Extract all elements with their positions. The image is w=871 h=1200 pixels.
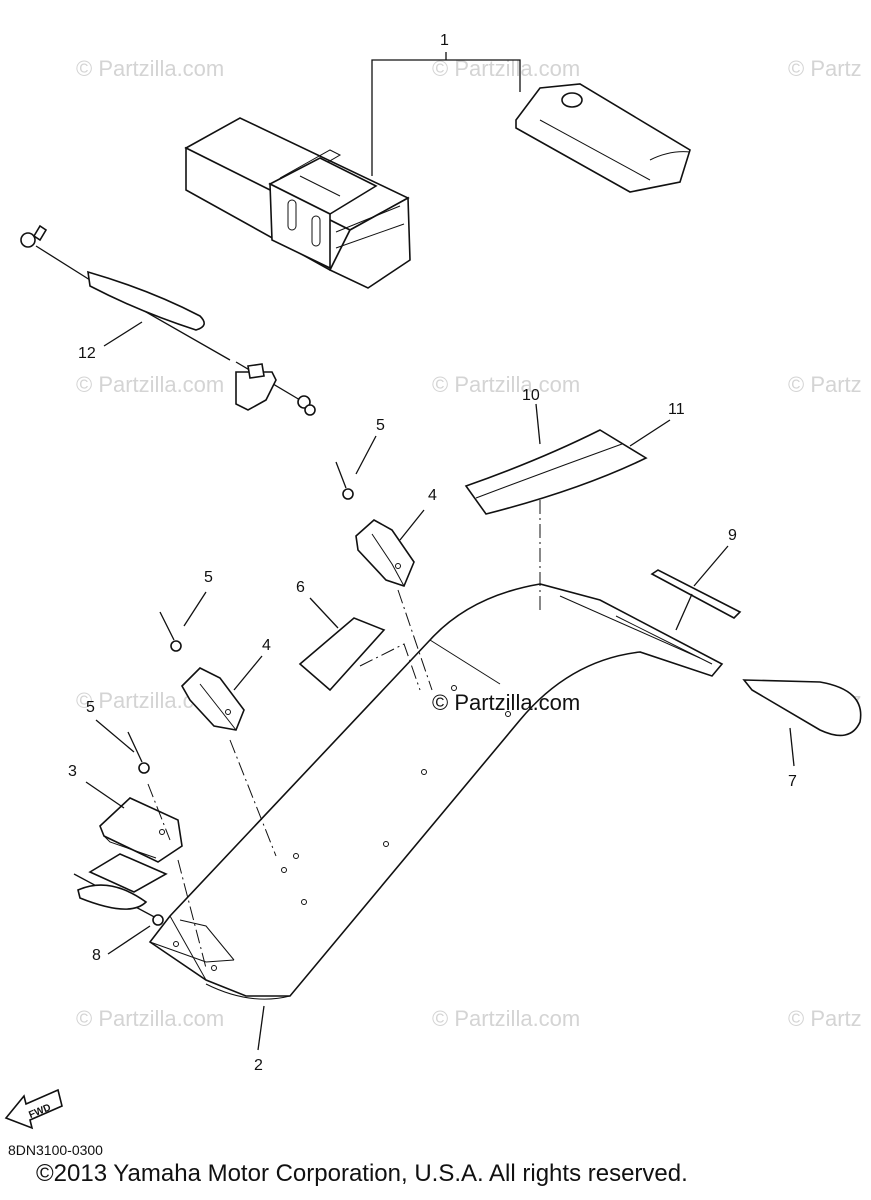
screw-middle-part [159,611,182,652]
fwd-arrow-icon: FWD [4,1088,63,1130]
callout-5a: 5 [376,417,385,434]
clip-dash-line-2 [147,783,171,841]
pin-part [73,873,164,926]
tool-pouch-part [515,83,691,193]
callout-3: 3 [68,763,77,780]
callout-4a: 4 [428,487,437,504]
sticker-dash-line [359,643,421,691]
callout-5c-leader [95,719,135,753]
watermark: © Partz [788,1006,862,1031]
watermark: © Partzilla.com [76,372,224,397]
callout-9-leader [693,545,729,587]
callout-12-leader [103,321,143,347]
callout-6-leader [309,597,339,629]
watermark: © Partz [788,372,862,397]
callout-5b-leader [183,591,207,627]
callout-7: 7 [788,773,797,790]
callout-11: 11 [668,401,685,418]
callout-12: 12 [78,345,96,362]
watermark-layer: © Partzilla.com © Partzilla.com © Partz … [76,56,862,1031]
watermark: © Partzilla.com [76,56,224,81]
tool-bag-part [184,117,411,289]
label-part [464,429,648,515]
screw-lower-part [127,731,150,774]
strip-part [650,569,742,619]
cable-part [20,224,316,416]
callout-2-leader [257,1005,265,1051]
callout-6: 6 [296,579,305,596]
callout-4a-leader [399,509,425,541]
screw-upper-part [335,461,354,500]
watermark: © Partzilla.com [76,1006,224,1031]
bracket-upper-part [355,519,415,587]
callout-5c: 5 [86,699,95,716]
callout-8: 8 [92,947,101,964]
callout-5a-leader [355,435,377,475]
hook-part [742,679,862,737]
callout-2: 2 [254,1057,263,1074]
callout-10: 10 [522,387,540,404]
sticker-part [298,617,386,692]
callout-5b: 5 [204,569,213,586]
watermark: © Partzilla.com [432,1006,580,1031]
clip-part [88,797,183,893]
callout-9-connector [675,593,693,631]
diagram-code: 8DN3100-0300 [8,1142,103,1158]
callout-4b-leader [233,655,263,691]
callout-labels: 1 2 3 4 4 5 5 5 6 7 8 9 10 11 12 [68,32,797,1074]
bracket-middle-part [181,667,245,731]
watermark: © Partzilla.com [432,372,580,397]
callout-11-leader [629,419,671,447]
callout-9: 9 [728,527,737,544]
bracket-upper-dash [397,589,433,691]
callout-10-leader [535,403,541,445]
callout-1-leader [371,52,521,176]
callout-4b: 4 [262,637,271,654]
callout-8-leader [107,925,151,955]
callout-3-leader [85,781,125,809]
callout-7-leader [789,727,795,767]
center-watermark: © Partzilla.com [432,690,580,715]
bracket-middle-dash [229,739,277,857]
clip-dash-line [177,859,207,969]
callout-1: 1 [440,32,449,49]
rear-fender-part [148,583,724,1000]
watermark: © Partz [788,56,862,81]
copyright-notice: ©2013 Yamaha Motor Corporation, U.S.A. A… [36,1160,688,1187]
